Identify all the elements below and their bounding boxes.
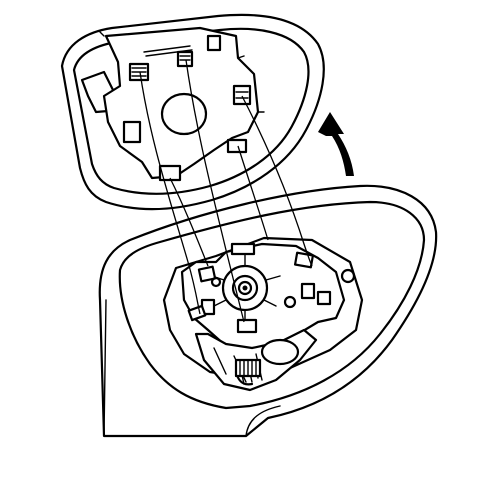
mirror-glass: [60, 13, 325, 211]
actuator: [162, 236, 364, 392]
actuator-connector: [234, 358, 262, 378]
alignment-lines: [139, 59, 313, 323]
curved-arrow-icon: [318, 112, 354, 176]
